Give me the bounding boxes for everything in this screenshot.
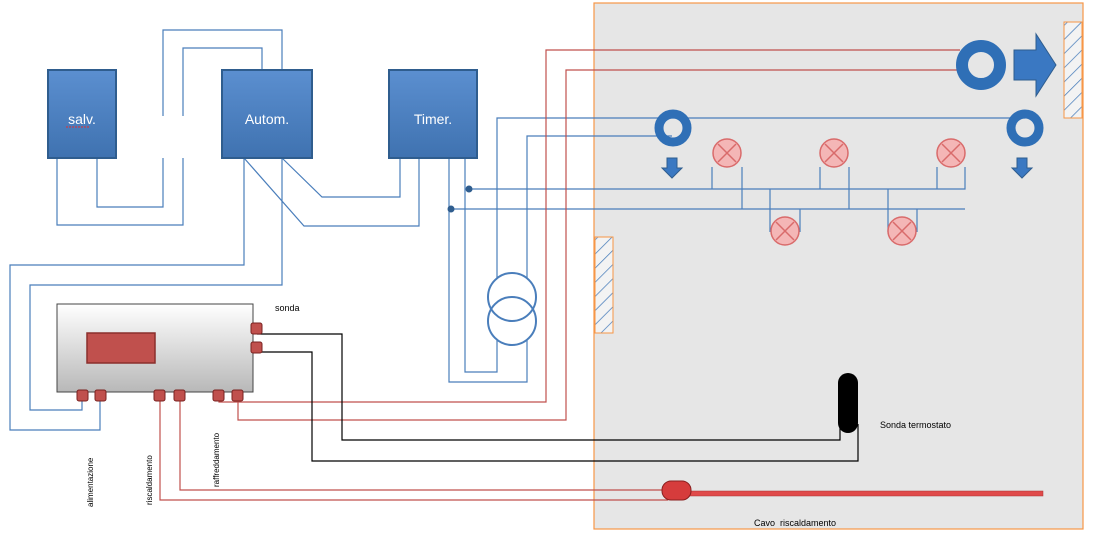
lamp-cross-icon [819, 138, 849, 168]
heating-cable [661, 480, 1044, 501]
timer-box: Timer. [388, 69, 478, 159]
hatched-window-icon [1063, 21, 1083, 119]
arrow-down-icon [660, 157, 684, 179]
sonda-label: sonda [275, 303, 300, 313]
ring-fan-icon [956, 40, 1006, 90]
terminal-connector [76, 389, 89, 402]
controller-display [86, 332, 156, 364]
salv-label: salv. [68, 111, 96, 127]
thermostat-controller [56, 303, 263, 402]
black-wiring [257, 333, 859, 462]
ring-fan-icon [654, 109, 692, 147]
transformer-icon [487, 272, 537, 346]
cavo-riscaldamento-label: Cavo riscaldamento [754, 518, 836, 528]
hatched-window-icon [594, 236, 614, 334]
terminal-connector [231, 389, 244, 402]
alimentazione-label: alimentazione [86, 457, 95, 507]
junction-dot [447, 205, 455, 213]
terminal-connector [250, 341, 263, 354]
probe-icon [838, 373, 858, 433]
salv-box: salv. [47, 69, 117, 159]
arrow-down-icon [1010, 157, 1034, 179]
terminal-connector [173, 389, 186, 402]
blue-wiring [9, 29, 1025, 431]
terminal-connector [212, 389, 225, 402]
sonda-termostato-label: Sonda termostato [880, 420, 951, 430]
terminal-connector [250, 322, 263, 335]
raffreddamento-label: raffreddamento [212, 432, 221, 487]
lamp-cross-icon [936, 138, 966, 168]
terminal-connector [94, 389, 107, 402]
autom-box: Autom. [221, 69, 313, 159]
room-area [593, 2, 1084, 530]
terminal-connector [153, 389, 166, 402]
riscaldamento-label: riscaldamento [145, 455, 154, 505]
lamp-cross-icon [770, 216, 800, 246]
autom-label: Autom. [245, 111, 289, 127]
timer-label: Timer. [414, 111, 452, 127]
heating-cable-head [661, 480, 692, 501]
lamp-cross-icon [712, 138, 742, 168]
lamp-cross-icon [887, 216, 917, 246]
junction-dot [465, 185, 473, 193]
ring-fan-icon [1006, 109, 1044, 147]
arrow-right-icon [1013, 32, 1057, 98]
